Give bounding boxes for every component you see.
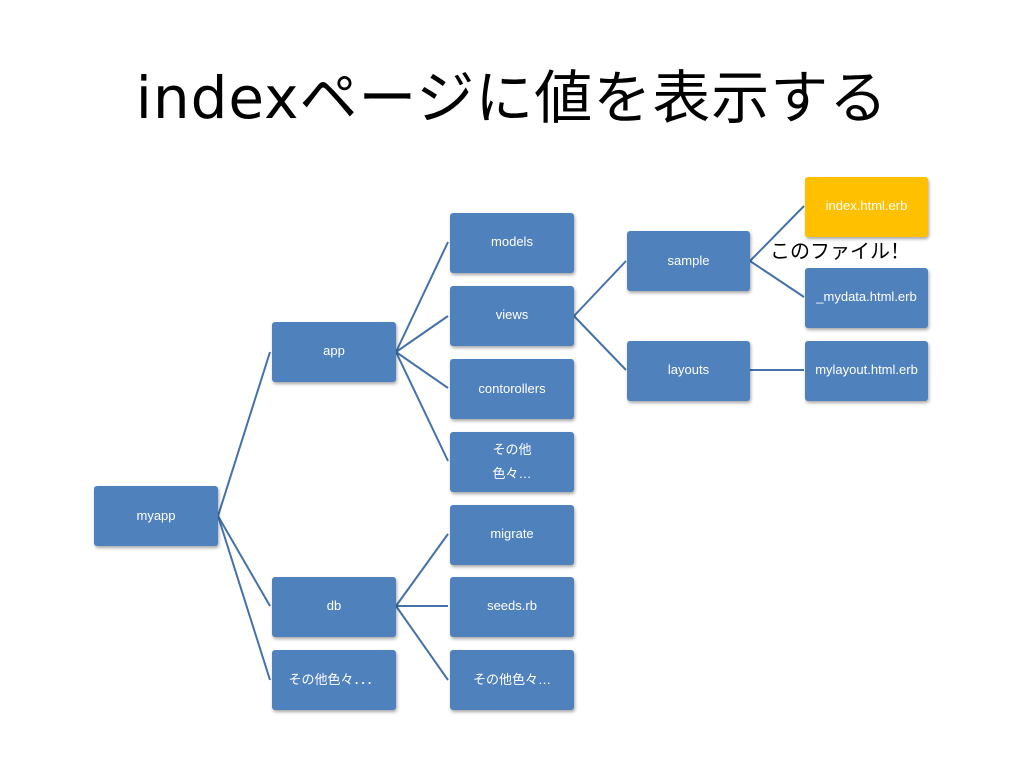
node-index-erb: index.html.erb (805, 177, 928, 237)
connector-db-other (395, 605, 449, 681)
node-models: models (450, 213, 574, 273)
connector-app-other (395, 351, 449, 462)
node-migrate: migrate (450, 505, 574, 565)
node-views: views (450, 286, 574, 346)
connector-views-layouts (573, 315, 627, 371)
connector-sample-mydata (749, 260, 805, 298)
callout-this-file: このファイル！ (770, 239, 910, 263)
connector-app-views (395, 315, 449, 353)
node-db: db (272, 577, 396, 637)
node-mydata-erb: _mydata.html.erb (805, 268, 928, 328)
node-myapp: myapp (94, 486, 218, 546)
connector-views-sample (573, 260, 627, 317)
connector-app-controllers (395, 351, 449, 389)
node-app: app (272, 322, 396, 382)
node-sample: sample (627, 231, 750, 291)
node-layouts: layouts (627, 341, 750, 401)
node-seeds: seeds.rb (450, 577, 574, 637)
connector-myapp-other (217, 515, 271, 681)
connector-app-models (395, 241, 449, 353)
slide-title: indexページに値を表示する (135, 64, 889, 132)
node-controllers: contorollers (450, 359, 574, 419)
connector-sample-index (749, 205, 805, 262)
node-other-db: その他色々… (450, 650, 574, 710)
connector-db-migrate (395, 533, 449, 607)
node-other-app: その他 色々… (450, 432, 574, 492)
connector-myapp-db (217, 515, 271, 607)
node-mylayout-erb: mylayout.html.erb (805, 341, 928, 401)
node-other-root: その他色々．．． (272, 650, 396, 710)
connector-myapp-app (217, 351, 271, 517)
